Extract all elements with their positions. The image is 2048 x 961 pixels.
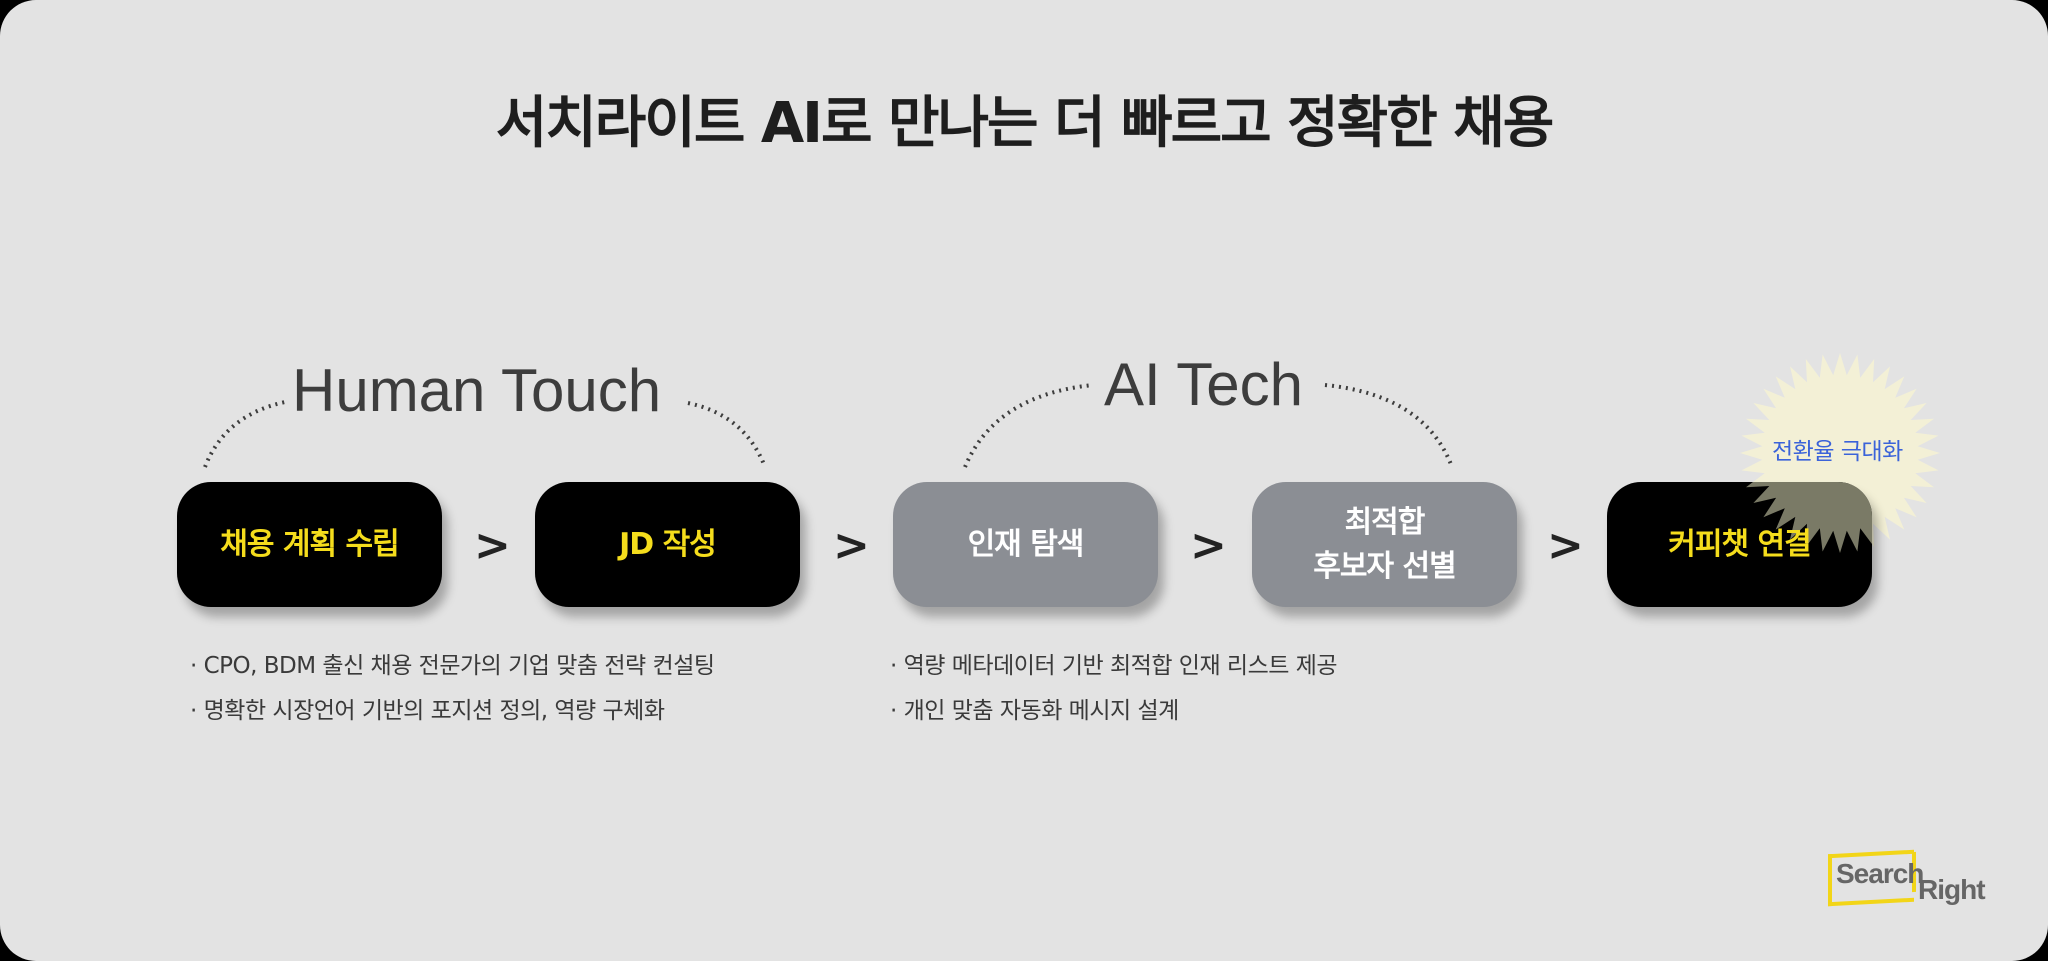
group-label-ai-tech: AI Tech (1104, 351, 1304, 418)
step-label-line1: 최적합 (1344, 504, 1426, 540)
logo-text-search: Search (1836, 858, 1924, 889)
starburst-overlap (1746, 482, 1872, 553)
arrow-icon: > (474, 520, 511, 571)
step-label: JD 작성 (619, 526, 717, 562)
arc-ai-right (1324, 383, 1454, 468)
bullet-item: · CPO, BDM 출신 채용 전문가의 기업 맞춤 전략 컨설팅 (190, 653, 715, 679)
bullet-item: · 역량 메타데이터 기반 최적합 인재 리스트 제공 (890, 653, 1338, 679)
ai-tech-bullets: · 역량 메타데이터 기반 최적합 인재 리스트 제공 · 개인 맞춤 자동화 … (890, 644, 1338, 734)
step-label: 인재 탐색 (967, 526, 1085, 562)
step-label: 커피챗 연결 (1668, 526, 1811, 562)
bullet-item: · 명확한 시장언어 기반의 포지션 정의, 역량 구체화 (190, 698, 665, 724)
step-talent-search: 인재 탐색 (893, 482, 1158, 607)
bullet-item: · 개인 맞춤 자동화 메시지 설계 (890, 698, 1179, 724)
arrow-icon: > (833, 520, 870, 571)
step-hiring-plan: 채용 계획 수립 (177, 482, 442, 607)
step-label: 채용 계획 수립 (220, 526, 399, 562)
arrow-icon: > (1547, 520, 1584, 571)
arc-human-left (203, 400, 286, 468)
step-label-line2: 후보자 선별 (1313, 548, 1456, 584)
step-candidate-selection: 최적합 후보자 선별 (1252, 482, 1517, 607)
logo-text-right: Right (1918, 874, 1986, 905)
arrow-icon: > (1190, 520, 1227, 571)
step-label: 최적합 후보자 선별 (1313, 501, 1456, 589)
group-label-human-touch: Human Touch (292, 357, 662, 424)
step-coffee-chat: 커피챗 연결 (1607, 482, 1872, 607)
step-jd-writing: JD 작성 (535, 482, 800, 607)
page-title: 서치라이트 AI로 만나는 더 빠르고 정확한 채용 (495, 91, 1555, 156)
searchright-logo: Search Right (1828, 849, 1998, 914)
arc-ai-left (963, 383, 1094, 468)
human-touch-bullets: · CPO, BDM 출신 채용 전문가의 기업 맞춤 전략 컨설팅 · 명확한… (190, 644, 715, 734)
arc-human-right (687, 401, 767, 468)
burst-label: 전환율 극대화 (1772, 439, 1903, 465)
